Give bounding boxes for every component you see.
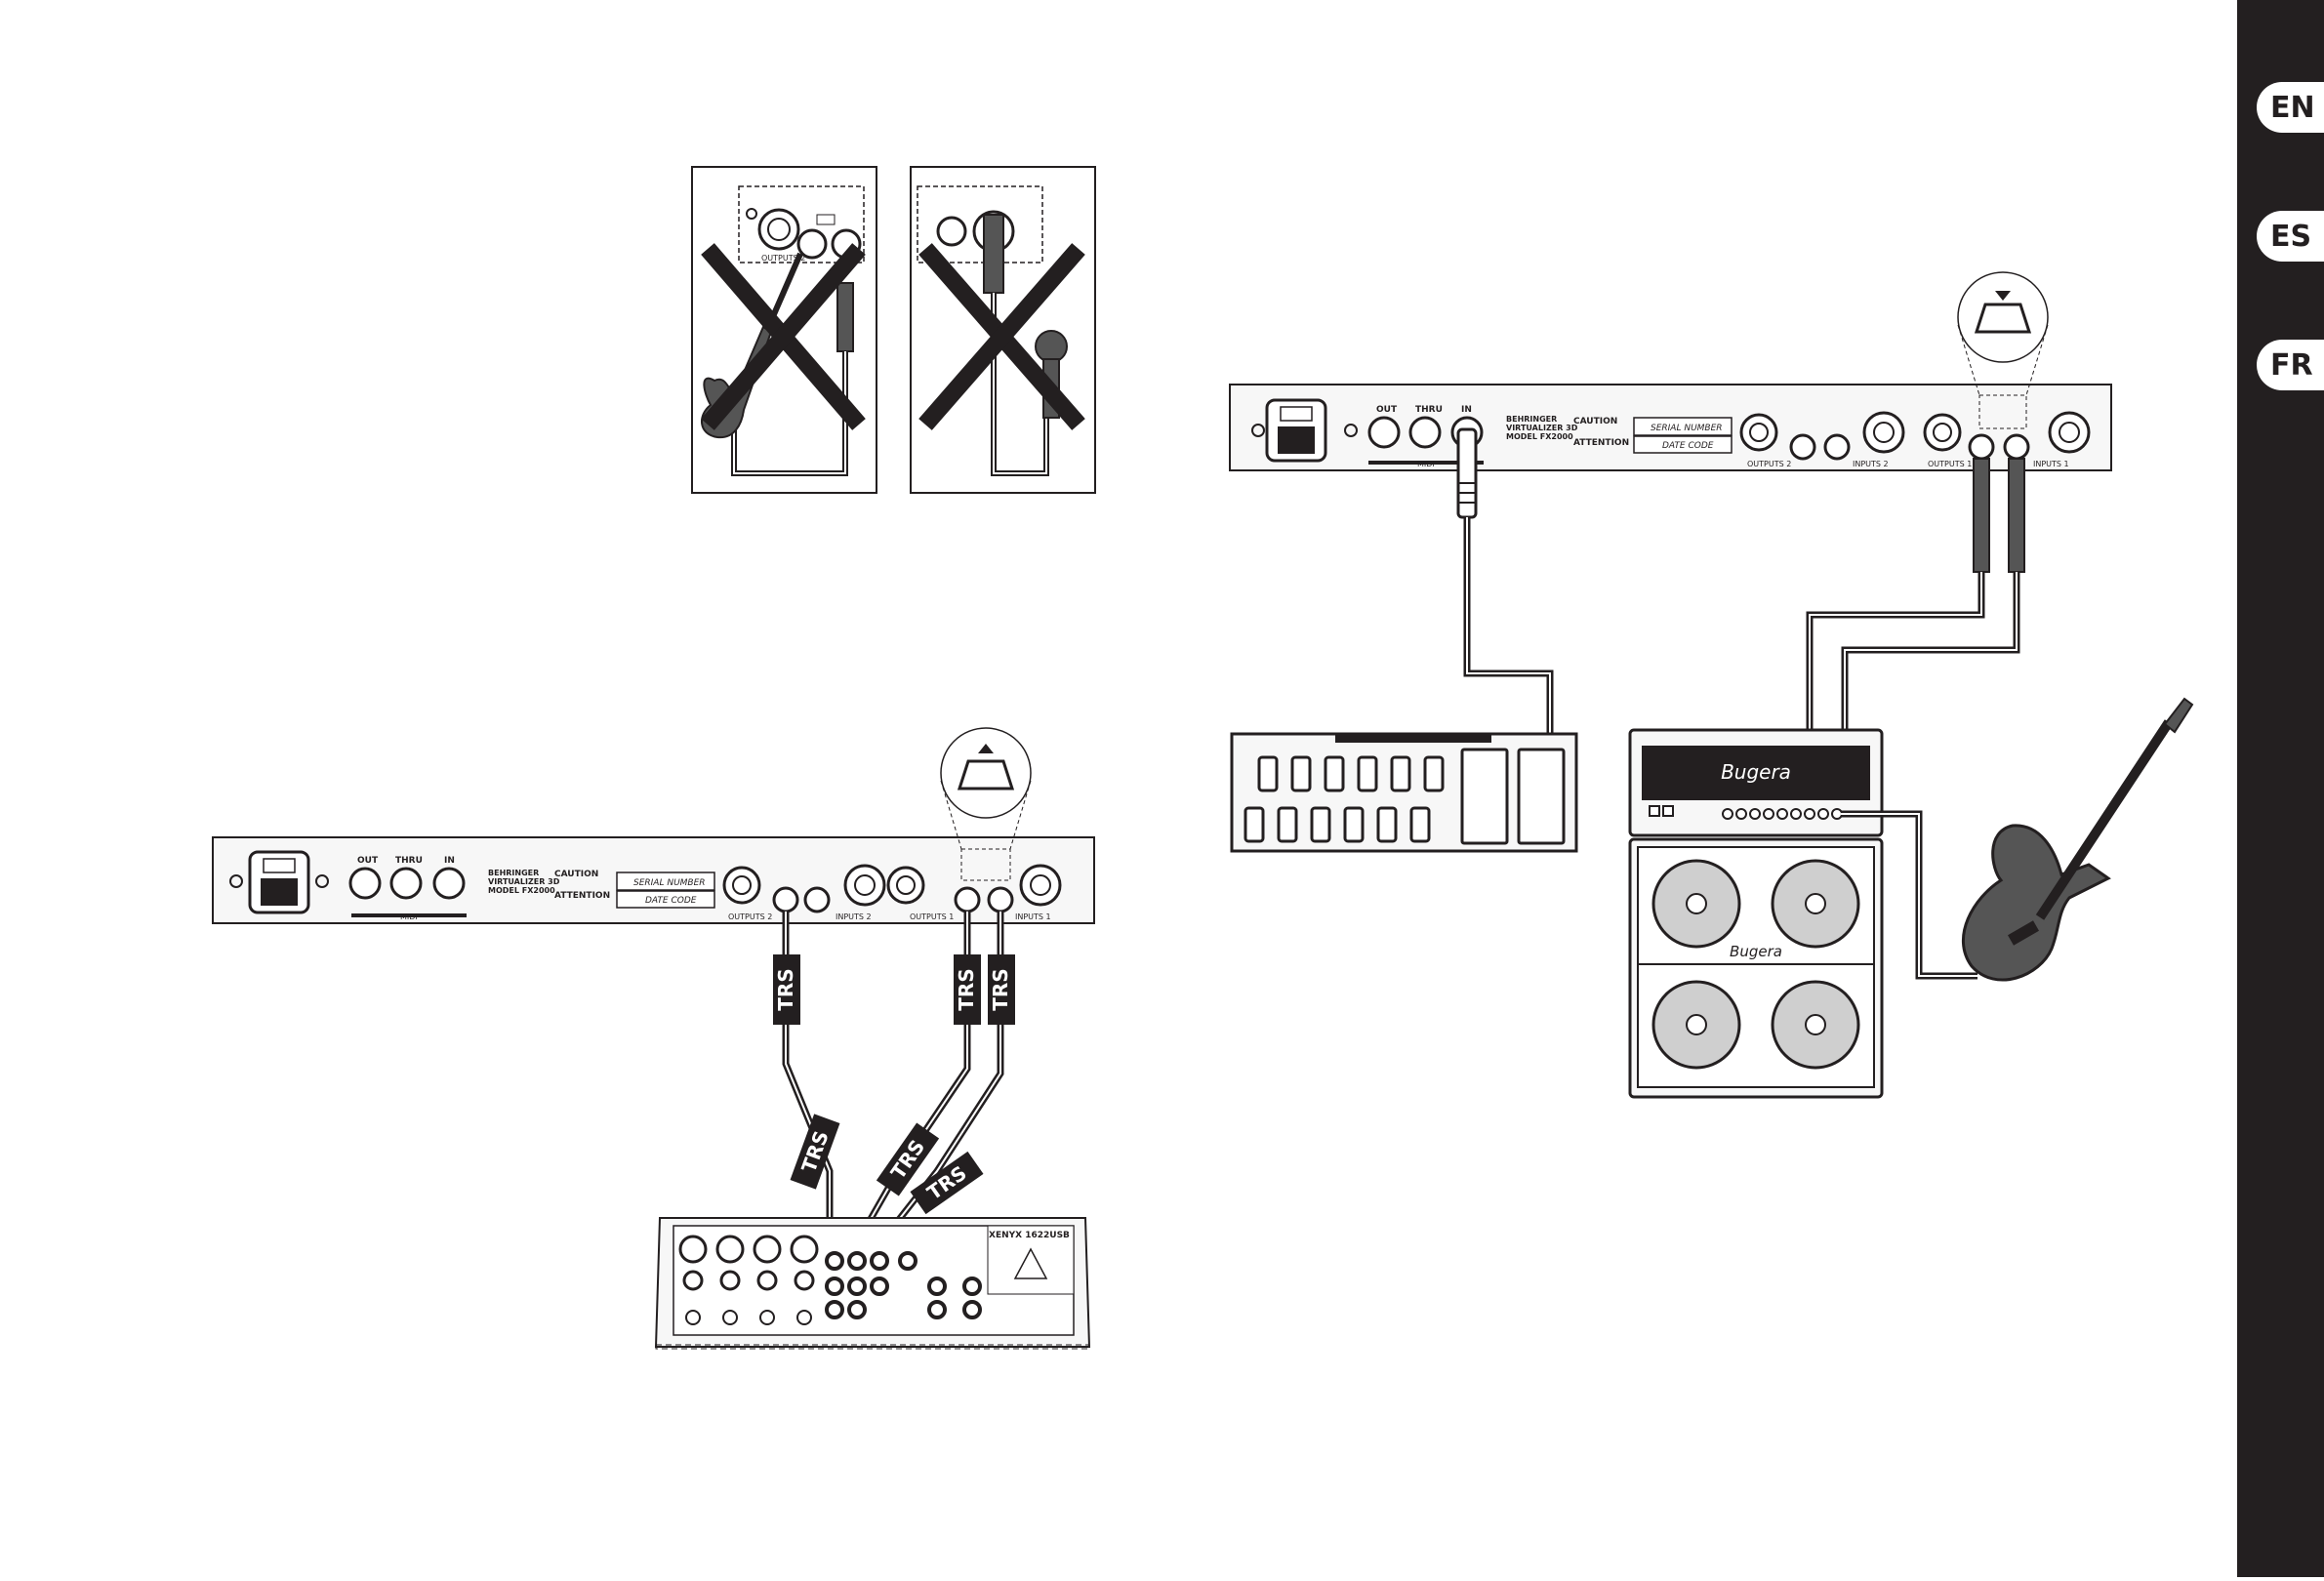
trs-text: TRS xyxy=(989,968,1012,1010)
serial-number-label: SERIAL NUMBER xyxy=(633,878,706,888)
date-code-label: DATE CODE xyxy=(645,896,697,906)
midi-in-label: IN xyxy=(1461,405,1472,415)
midi-in-label: IN xyxy=(444,856,455,866)
outputs-2-label: OUTPUTS 2 xyxy=(728,912,772,921)
outputs-2-label: OUTPUTS 2 xyxy=(1747,460,1791,468)
trs-text: TRS xyxy=(955,968,978,1010)
brand-line-3: MODEL FX2000 xyxy=(488,886,555,895)
attention-label: ATTENTION xyxy=(554,891,610,901)
mixer-model-label: XENYX 1622USB xyxy=(989,1231,1070,1240)
language-tab-fr[interactable]: FR xyxy=(2257,340,2324,390)
inputs-1-label: INPUTS 1 xyxy=(1015,912,1051,921)
brand-line-1: BEHRINGER xyxy=(488,869,539,877)
electric-guitar xyxy=(1841,699,2192,980)
brand-line-2: VIRTUALIZER 3D xyxy=(488,877,560,886)
midi-thru-label: THRU xyxy=(395,856,423,866)
midi-out-label: OUT xyxy=(357,856,379,866)
midi-out-label: OUT xyxy=(1376,405,1398,415)
trs-label: TRS xyxy=(773,954,800,1025)
inputs-2-label: INPUTS 2 xyxy=(836,912,872,921)
language-tab-en[interactable]: EN xyxy=(2257,82,2324,133)
inputs-2-label: INPUTS 2 xyxy=(1853,460,1889,468)
guitar-icon xyxy=(1963,699,2192,980)
amp-brand-label: Bugera xyxy=(1721,760,1791,784)
warning-no-microphone xyxy=(911,167,1095,493)
attention-label: ATTENTION xyxy=(1573,438,1629,448)
cabinet-brand-label: Bugera xyxy=(1730,943,1782,960)
mixer: XENYX 1622USB xyxy=(656,1218,1089,1349)
language-tab-es[interactable]: ES xyxy=(2257,211,2324,262)
inputs-1-label: INPUTS 1 xyxy=(2033,460,2069,468)
outputs-1-label: OUTPUTS 1 xyxy=(1928,460,1972,468)
caution-label: CAUTION xyxy=(554,870,598,879)
midi-label: MIDI xyxy=(1417,460,1435,468)
outputs-1-label: OUTPUTS 1 xyxy=(910,912,954,921)
trs-label: TRS xyxy=(954,954,981,1025)
amp-cables xyxy=(1810,459,2024,730)
fx2000-rear-panel-right: OUT THRU IN MIDI BEHRINGER VIRTUALIZER 3… xyxy=(1230,272,2111,470)
midi-foot-controller xyxy=(1232,734,1576,851)
caution-label: CAUTION xyxy=(1573,417,1617,426)
midi-cable xyxy=(1458,429,1550,734)
serial-number-label: SERIAL NUMBER xyxy=(1651,424,1723,433)
date-code-label: DATE CODE xyxy=(1662,441,1714,451)
fx2000-rear-panel-left: OUT THRU IN MIDI BEHRINGER VIRTUALIZER 3… xyxy=(213,728,1094,923)
midi-thru-label: THRU xyxy=(1415,405,1443,415)
guitar-amplifier: Bugera Bugera xyxy=(1630,730,1882,1097)
brand-line-1: BEHRINGER xyxy=(1506,415,1557,424)
brand-line-2: VIRTUALIZER 3D xyxy=(1506,424,1578,432)
trs-label: TRS xyxy=(988,954,1015,1025)
midi-label: MIDI xyxy=(400,912,418,921)
language-sidebar: EN ES FR xyxy=(2237,0,2324,1577)
trs-text: TRS xyxy=(774,968,797,1010)
warning-no-guitar: OUTPUTS 2 xyxy=(692,167,877,493)
brand-line-3: MODEL FX2000 xyxy=(1506,432,1573,441)
wiring-illustration: OUTPUTS 2 xyxy=(0,0,2237,1577)
trs-cables: TRS TRS TRS TRS TRS TRS xyxy=(773,912,1015,1239)
